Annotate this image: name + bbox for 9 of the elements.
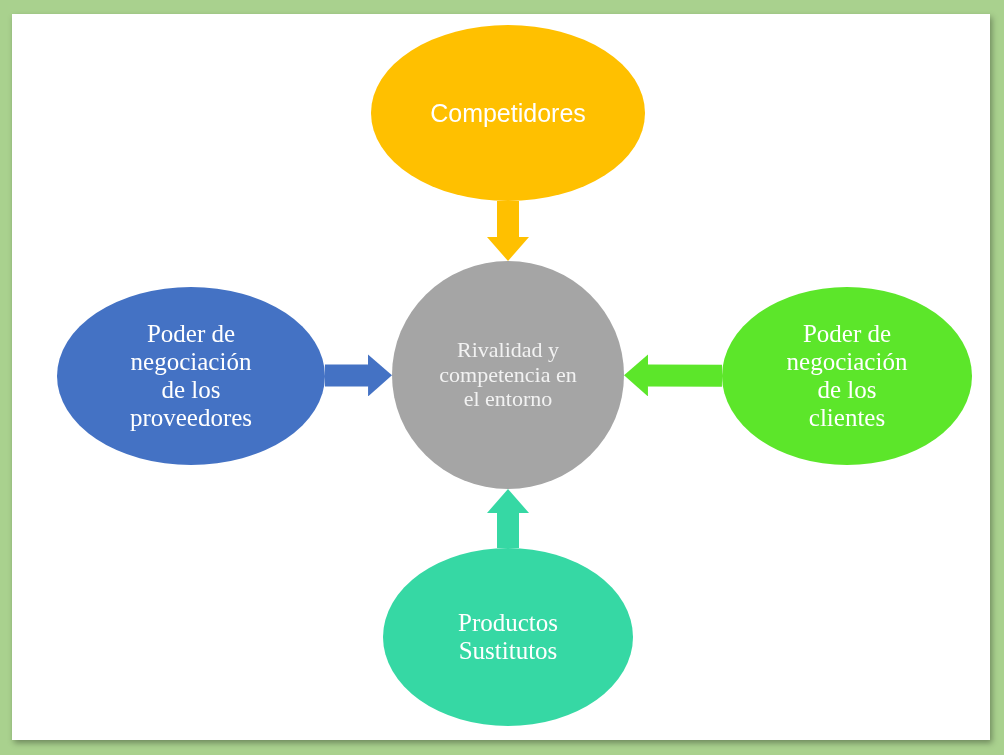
block-arrow: [324, 354, 392, 397]
node-label: Rivalidad y competencia en el entorno: [438, 338, 578, 412]
node-label: Competidores: [430, 99, 586, 127]
node-label: Poder de negociación de los clientes: [785, 320, 909, 432]
node-label: Poder de negociación de los proveedores: [128, 320, 254, 432]
node-label: Productos Sustitutos: [457, 609, 559, 665]
block-arrow: [487, 201, 529, 261]
block-arrow: [624, 354, 723, 397]
block-arrow: [487, 489, 529, 548]
